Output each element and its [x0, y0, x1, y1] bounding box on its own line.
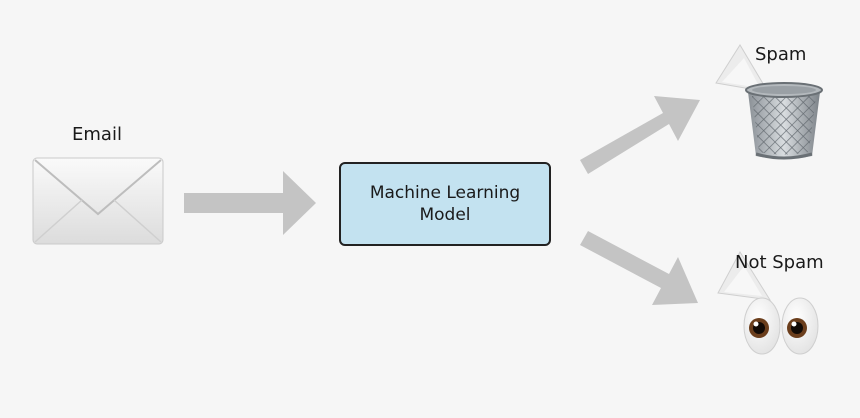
- arrow-model-to-not-spam: [580, 231, 698, 305]
- spam-envelope-icon: [715, 44, 769, 93]
- not-spam-envelope-icon: [717, 251, 771, 301]
- arrow-input-to-model: [184, 171, 316, 235]
- not-spam-label: Not Spam: [735, 252, 824, 273]
- wastebasket-icon: [745, 82, 823, 160]
- model-label-line2: Model: [419, 205, 471, 225]
- model-label-line1: Machine Learning: [369, 183, 521, 203]
- ml-model-box: Machine Learning Model: [339, 162, 551, 246]
- arrow-model-to-spam: [580, 96, 700, 174]
- envelope-icon: [32, 157, 164, 245]
- eyes-icon: [743, 297, 819, 355]
- email-label: Email: [72, 124, 122, 145]
- spam-label: Spam: [755, 44, 807, 65]
